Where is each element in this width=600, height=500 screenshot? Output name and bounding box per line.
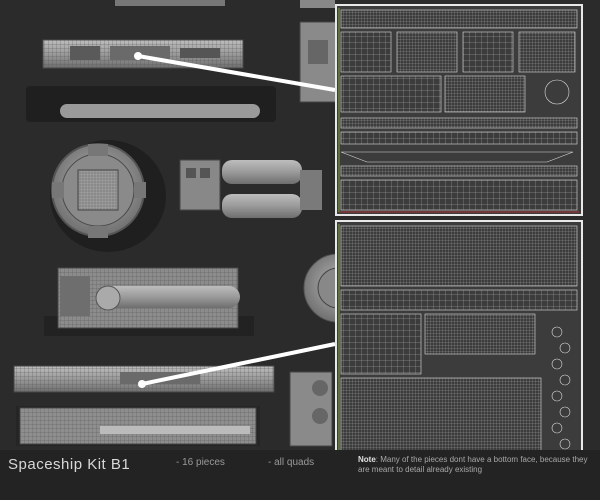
note-label: Note xyxy=(358,455,376,464)
topology-info: - all quads xyxy=(268,457,315,468)
wireframe-panel-top xyxy=(335,4,583,216)
footer-bar: Spaceship Kit B1 - 16 pieces - all quads… xyxy=(0,450,600,500)
callout-line-top xyxy=(137,54,336,92)
piece-plank-1 xyxy=(13,365,275,393)
piece-engine xyxy=(44,267,254,336)
wireframe-panel-bottom xyxy=(335,220,583,450)
piece-round-hatch xyxy=(50,140,166,252)
kit-title: Spaceship Kit B1 xyxy=(8,456,131,473)
piece-rail-1 xyxy=(26,39,276,122)
render-stage xyxy=(13,0,583,450)
pieces-count: - 16 pieces xyxy=(176,457,225,468)
callout-line-bottom xyxy=(141,342,336,386)
piece-twin-cylinders xyxy=(179,159,322,218)
note-text: Note: Many of the pieces dont have a bot… xyxy=(358,455,594,475)
piece-plank-2 xyxy=(16,406,260,446)
piece-box xyxy=(289,371,333,447)
kit-render xyxy=(13,0,373,447)
piece-top-strip xyxy=(115,0,335,8)
note-body: : Many of the pieces dont have a bottom … xyxy=(358,455,588,474)
